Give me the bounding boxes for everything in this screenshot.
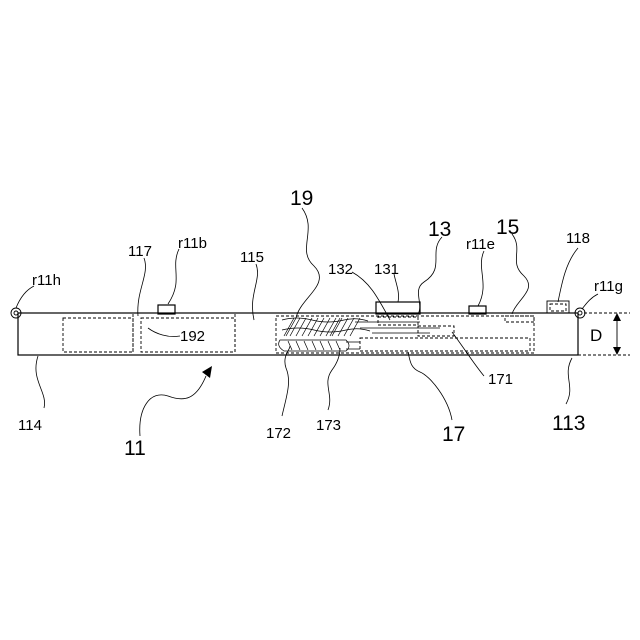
dim-arrow-down-icon [613,347,621,355]
leader-13 [418,237,442,314]
leader-118 [558,248,578,302]
label-r11h: r11h [32,272,61,289]
label-D: D [590,326,602,345]
label-13: 13 [428,218,451,241]
label-113: 113 [552,412,585,435]
label-171: 171 [488,371,513,388]
label-115: 115 [240,249,264,266]
label-132: 132 [328,261,353,278]
label-118: 118 [566,230,590,247]
compartment-171 [418,326,454,336]
leader-15 [512,234,529,314]
leader-171 [452,332,484,376]
main-body-outline [18,313,578,355]
label-192: 192 [180,328,205,345]
leader-192 [148,328,180,337]
leader-19 [296,208,319,318]
compartment-132 [378,317,418,325]
arrowhead-11-icon [202,366,212,378]
compartment-17 [360,338,530,351]
label-11: 11 [124,437,146,460]
label-17: 17 [442,423,465,446]
label-114: 114 [18,417,42,434]
leader-114 [36,356,45,408]
leader-172 [282,346,290,416]
label-19: 19 [290,187,313,210]
leader-115 [252,264,257,320]
spring-hatch-19 [282,318,370,336]
leader-r11g [582,294,598,309]
leader-113 [566,358,572,404]
protrusion-131 [376,302,420,314]
protrusion-118-dotted [550,304,566,311]
leader-117 [138,258,146,316]
label-173: 173 [316,417,341,434]
leader-11-arrow [140,376,206,436]
leader-r11e [478,251,484,306]
slider-lines [355,322,440,333]
compartment-15 [505,316,534,322]
leader-r11h [16,286,34,308]
label-r11g: r11g [594,278,623,295]
leader-17 [408,352,452,420]
leader-131 [394,274,399,302]
label-131: 131 [374,261,399,278]
label-r11b: r11b [178,235,207,252]
compartment-114 [63,318,133,352]
dim-arrow-up-icon [613,313,621,321]
label-172: 172 [266,425,291,442]
coil-172-173 [279,340,360,351]
label-117: 117 [128,243,152,260]
label-15: 15 [496,216,519,239]
leader-r11b [168,249,179,304]
label-r11e: r11e [466,236,495,253]
leader-173 [328,348,340,410]
